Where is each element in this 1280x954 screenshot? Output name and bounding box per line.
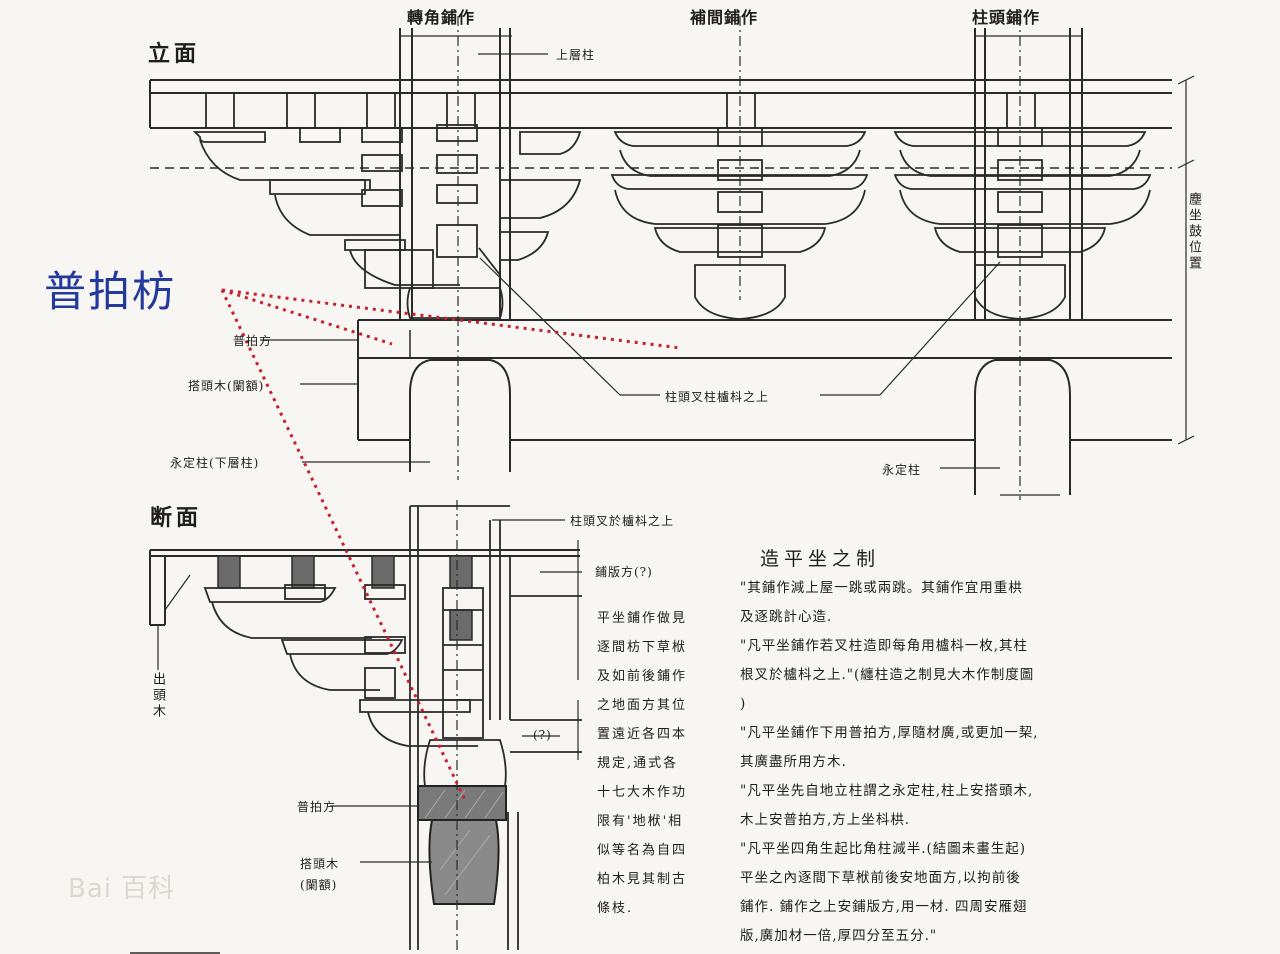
notes-line: "凡平坐先自地立柱謂之永定柱,柱上安搭頭木, [740, 783, 1034, 799]
pupai-lower-label: 普拍方 [297, 800, 337, 814]
column-note-line: 十七大木作功 [597, 785, 688, 800]
diefang-label: 鋪版方(?) [595, 565, 653, 579]
column-note-line: 之地面方其位 [597, 698, 688, 713]
notes-line: "其鋪作減上屋一跳或兩跳。其鋪作宜用重栱 [740, 580, 1023, 596]
lever-label: 出頭木 [150, 672, 165, 720]
diaotou-lower-sub-label: (闌額) [300, 878, 338, 892]
column-note-line: 平坐鋪作做見 [597, 611, 688, 626]
yongding-right-label: 永定柱 [882, 463, 922, 477]
notes-line: 版,廣加材一倍,厚四分至五分." [740, 928, 938, 944]
diaotou-upper-label: 搭頭木(闌額) [188, 379, 265, 393]
column-note-line: 及如前後鋪作 [597, 669, 688, 684]
corner-bracket-heading: 轉角鋪作 [407, 8, 476, 27]
notes-line: 鋪作. 鋪作之上安鋪版方,用一材. 四周安雁翅 [740, 899, 1028, 915]
platform-height-label: 塵坐鼓位置 [1186, 192, 1201, 272]
column-note-line: 限有'地栿'相 [597, 814, 684, 829]
notes-line: 其廣盡所用方木. [740, 754, 847, 770]
pupai-upper-label: 普拍方 [233, 334, 273, 348]
notes-body: "其鋪作減上屋一跳或兩跳。其鋪作宜用重栱 及逐跳計心造. "凡平坐鋪作若叉柱造即… [740, 574, 1039, 951]
column-note-line: 條枝. [597, 901, 634, 916]
notes-line: "凡平坐鋪作若叉柱造即每角用櫨枓一枚,其柱 [740, 638, 1029, 654]
notes-line: 木上安普拍方,方上坐枓栱. [740, 812, 911, 828]
diaotou-lower-label: 搭頭木 [300, 857, 340, 871]
notes-line: 及逐跳計心造. [740, 609, 833, 625]
notes-line: "凡平坐四角生起比角柱減半.(結圖未畫生起) [740, 841, 1027, 857]
yongding-lower-label: 永定柱(下層柱) [170, 456, 260, 470]
section-heading: 断面 [150, 505, 203, 531]
column-note-line: 逐間枋下草栿 [597, 640, 688, 655]
column-note-line: 似等名為自四 [597, 843, 688, 858]
pupai-callout: 普拍枋 [44, 267, 177, 316]
notes-line: ) [740, 696, 747, 712]
column-note-line: 柏木見其制古 [597, 872, 688, 887]
callout-leaders [220, 288, 681, 801]
section-column-note: 平坐鋪作做見 逐間枋下草栿 及如前後鋪作 之地面方其位 置遠近各四本 規定,通式… [597, 604, 687, 923]
notes-title: 造平坐之制 [760, 548, 881, 570]
section-column-top-label: 柱頭叉於櫨枓之上 [570, 514, 675, 528]
upper-column-label: 上層柱 [556, 48, 596, 62]
section-view [130, 500, 582, 954]
elevation-heading: 立面 [148, 41, 201, 67]
intercolumnar-bracket-heading: 補間鋪作 [690, 8, 759, 27]
elevation-view [149, 16, 1195, 500]
notes-line: "凡平坐鋪作下用普拍方,厚隨材廣,或更加一栔, [740, 725, 1039, 741]
column-on-bracket-label: 柱頭叉柱櫨枓之上 [665, 390, 770, 404]
notes-line: 根叉於櫨枓之上."(纏柱造之制見大木作制度圖 [740, 667, 1035, 683]
column-note-line: 置遠近各四本 [597, 727, 688, 742]
notes-line: 平坐之內逐間下草栿前後安地面方,以拘前後 [740, 870, 1021, 886]
column-head-bracket-heading: 柱頭鋪作 [972, 8, 1041, 27]
column-note-line: 規定,通式各 [597, 756, 679, 771]
baike-watermark: Bai 百科 [68, 874, 176, 904]
dimension-mark: (?) [533, 728, 552, 742]
